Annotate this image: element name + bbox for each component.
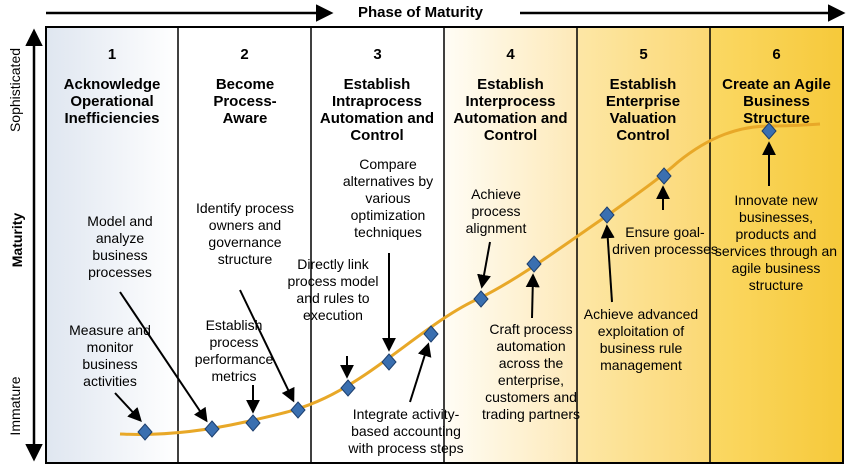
arrow-craft (525, 273, 540, 319)
marker-diamond (245, 414, 261, 432)
activity-identify: Identify process owners and governance s… (195, 200, 295, 267)
phase-number-4: 4 (506, 46, 515, 63)
activity-craft: Craft process automation across the ente… (481, 321, 581, 422)
marker-diamond (526, 255, 542, 273)
arrow-measure (114, 392, 142, 423)
marker-diamond (290, 401, 306, 419)
marker-diamond (599, 206, 615, 224)
phase-title-6: Create an Agile Business Structure (722, 76, 831, 127)
curve-markers (137, 122, 777, 441)
phase-number-2: 2 (240, 46, 249, 63)
activity-model: Model and analyze business processes (87, 213, 153, 280)
activity-direct-link: Directly link process model and rules to… (287, 256, 379, 323)
phase-title-4: Establish Interprocess Automation and Co… (453, 76, 568, 144)
arrow-alignment (477, 241, 491, 289)
marker-diamond (656, 167, 672, 185)
diagram-frame (45, 26, 844, 464)
phase-panel-5 (577, 27, 710, 463)
arrow-model (119, 291, 208, 423)
marker-diamond (423, 325, 439, 343)
marker-diamond (137, 423, 153, 441)
activity-goal-driven: Ensure goal-driven processes (612, 224, 718, 257)
phase-number-3: 3 (373, 46, 382, 63)
panel-dividers (177, 27, 711, 463)
arrow-integrate (409, 342, 432, 403)
arrow-exploitation (600, 224, 615, 303)
marker-diamond (204, 420, 220, 438)
y-axis-high-label: Sophisticated (7, 47, 23, 133)
y-axis-title: Maturity (9, 212, 25, 268)
phase-number-1: 1 (107, 46, 117, 63)
y-axis-low-label: Immature (7, 376, 23, 436)
pointer-arrows (114, 141, 776, 423)
activity-establish-metrics: Establish process performance metrics (194, 317, 274, 384)
phase-panel-3 (311, 27, 444, 463)
phase-title-1: Acknowledge Operational Inefficiencies (63, 76, 161, 127)
phase-title-3: Establish Intraprocess Automation and Co… (319, 76, 435, 144)
phase-title-2: Become Process-Aware (213, 76, 277, 127)
phase-number-6: 6 (772, 46, 781, 63)
marker-diamond (381, 353, 397, 371)
marker-diamond (340, 379, 356, 397)
phase-panel-4 (444, 27, 577, 463)
phase-number-5: 5 (639, 46, 648, 63)
activity-measure: Measure and monitor business activities (69, 322, 151, 389)
activity-alignment: Achieve process alignment (465, 186, 527, 236)
activity-compare: Compare alternatives by various optimiza… (342, 156, 434, 240)
phase-panel-6 (710, 27, 843, 463)
arrow-identify (239, 289, 295, 403)
activity-innovate: Innovate new businesses, products and se… (714, 192, 838, 293)
marker-diamond (473, 290, 489, 308)
phase-axis-title: Phase of Maturity (358, 4, 484, 21)
phase-panel-1 (46, 27, 178, 463)
activity-integrate: Integrate activity-based accounting with… (348, 406, 464, 456)
marker-diamond (761, 122, 777, 140)
activity-exploitation: Achieve advanced exploitation of busines… (583, 306, 699, 373)
phase-title-5: Establish Enterprise Valuation Control (605, 76, 681, 144)
